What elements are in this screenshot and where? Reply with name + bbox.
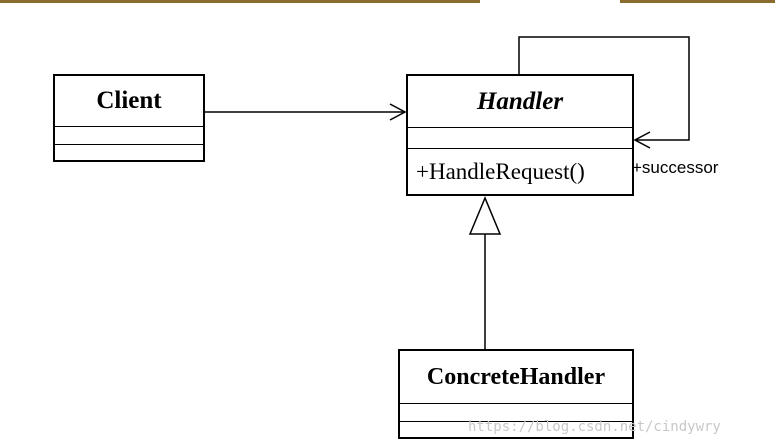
top-border-gap bbox=[480, 0, 620, 3]
watermark-text: https://blog.csdn.net/cindywry bbox=[468, 419, 721, 435]
client-attributes bbox=[55, 127, 203, 145]
generalization-triangle bbox=[468, 196, 502, 235]
class-name-handler: Handler bbox=[408, 76, 632, 128]
successor-arrowhead bbox=[633, 131, 651, 149]
top-border bbox=[0, 0, 775, 3]
successor-role-label: +successor bbox=[632, 158, 719, 177]
client-class: Client bbox=[53, 74, 205, 162]
handler-attributes bbox=[408, 128, 632, 149]
class-name-client: Client bbox=[55, 76, 203, 127]
successor-self-association bbox=[518, 36, 690, 141]
client-operations bbox=[55, 145, 203, 160]
handler-operation: +HandleRequest() bbox=[416, 158, 585, 184]
client-handler-arrowhead bbox=[389, 103, 407, 121]
concrete-handler-class: ConcreteHandler bbox=[398, 349, 634, 439]
handler-class: Handler +HandleRequest() bbox=[406, 74, 634, 196]
class-name-concrete-handler: ConcreteHandler bbox=[400, 351, 632, 404]
concrete-handler-attributes bbox=[400, 404, 632, 422]
